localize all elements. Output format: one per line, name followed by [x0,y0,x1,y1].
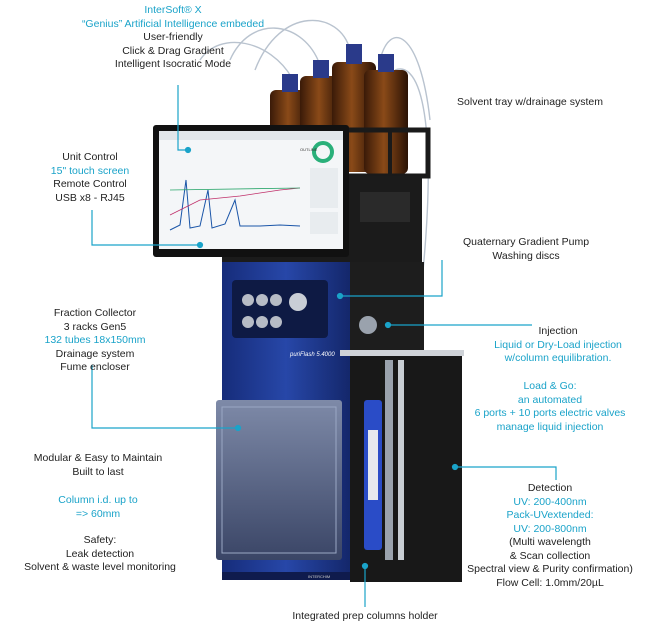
modular-line: Built to last [72,465,124,478]
solvent-tray-annotation: Solvent tray w/drainage system [430,96,630,110]
brand-label: INTERCHIM [308,574,330,579]
safety-line: Leak detection [65,547,135,560]
software-annotation: InterSoft® X “Genius” Artificial Intelli… [48,4,298,72]
detection-line: (Multi wavelength [509,536,591,548]
unit-control-line: USB x8 - RJ45 [55,191,125,204]
modular-line: Modular & Easy to Maintain [33,452,163,464]
load-go-line: manage liquid injection [496,420,604,433]
detection-unit [340,350,464,582]
load-go-line: Load & Go: [523,380,577,392]
load-go-line: an automated [517,393,583,406]
software-line: Intelligent Isocratic Mode [114,58,232,70]
fraction-collector-line: 3 racks Gen5 [63,320,127,333]
injection-highlight: w/column equilibration. [504,352,612,364]
detection-highlight: UV: 200-800nm [513,522,587,535]
detection-line: & Scan collection [509,549,591,562]
detection-line: Spectral view & Purity confirmation) [467,563,633,575]
pump-line: Quaternary Gradient Pump [462,236,590,248]
load-go-annotation: Load & Go: an automated 6 ports + 10 por… [460,380,640,434]
software-line: User-friendly [143,31,203,43]
touch-screen [153,125,349,257]
unit-control-annotation: Unit Control 15" touch screen Remote Con… [30,151,150,205]
injection-title: Injection [538,325,578,337]
pump-annotation: Quaternary Gradient Pump Washing discs [436,236,616,263]
screen-header: OUTLINE [300,147,318,152]
modular-annotation: Modular & Easy to Maintain Built to last [18,452,178,479]
safety-annotation: Safety: Leak detection Solvent & waste l… [10,534,190,575]
fraction-collector-line: Fume encloser [60,361,130,373]
detection-title: Detection [527,482,573,494]
column-annotation: Column i.d. up to => 60mm [18,494,178,521]
unit-control-line: Remote Control [53,178,127,190]
unit-control-title: Unit Control [62,151,118,163]
device-front-label: puriFlash 5.4000 [289,352,335,358]
column-line: Column i.d. up to [58,494,138,506]
safety-line: Solvent & waste level monitoring [24,561,176,573]
load-go-line: 6 ports + 10 ports electric valves [474,407,626,419]
fraction-collector-line: Drainage system [55,347,135,360]
injection-annotation: Injection Liquid or Dry-Load injection w… [468,325,648,366]
fraction-collector-title: Fraction Collector [53,307,137,319]
detection-annotation: Detection UV: 200-400nm Pack-UVextended:… [455,482,645,590]
column-holder-annotation: Integrated prep columns holder [275,610,455,624]
column-holder-title: Integrated prep columns holder [292,610,438,622]
detection-line: Flow Cell: 1.0mm/20µL [496,576,604,589]
pump-line: Washing discs [492,249,560,262]
solvent-tray-title: Solvent tray w/drainage system [457,96,603,108]
software-title: InterSoft® X [144,4,202,16]
safety-line: Safety: [83,534,117,546]
software-subtitle: “Genius” Artificial Intelligence embeded [81,17,265,30]
fraction-collector-highlight: 132 tubes 18x150mm [44,334,146,346]
column-line: => 60mm [75,507,121,520]
tubing [199,19,431,301]
software-line: Click & Drag Gradient [122,44,224,57]
main-unit [216,262,424,580]
fraction-collector-annotation: Fraction Collector 3 racks Gen5 132 tube… [20,307,170,375]
unit-control-highlight: 15" touch screen [50,164,130,177]
detection-highlight: Pack-UVextended: [506,509,594,521]
injection-highlight: Liquid or Dry-Load injection [494,338,622,351]
detection-highlight: UV: 200-400nm [513,495,587,508]
leader-lines [91,85,557,607]
fraction-collector-window [216,400,342,560]
